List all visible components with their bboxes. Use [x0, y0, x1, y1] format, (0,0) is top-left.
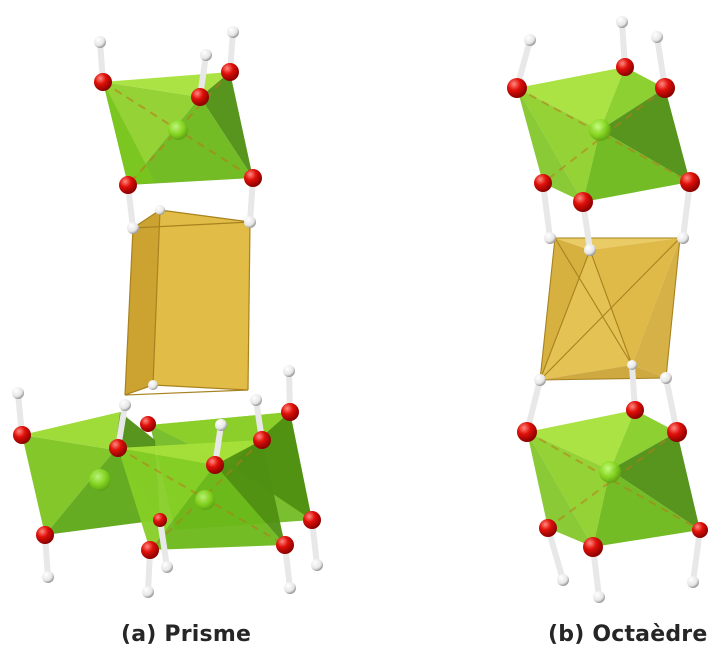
oxygen-atoms-a: [13, 63, 321, 559]
caption-octahedron: (b) Octaèdre: [548, 622, 708, 647]
hydrogen-atoms-a: [12, 26, 323, 598]
top-octahedron-b: [516, 67, 691, 202]
bottom-octahedron-front-a: [117, 439, 286, 551]
bottom-octahedron-b: [526, 410, 701, 547]
caption-prism: (a) Prisme: [121, 622, 252, 647]
oxygen-atoms-b: [507, 58, 708, 557]
trigonal-prism: [124, 209, 251, 396]
top-octahedron-a: [102, 71, 254, 186]
hydrogen-atoms-b: [524, 16, 699, 603]
octahedron-structure: [507, 16, 708, 603]
central-octahedron: [539, 237, 681, 381]
prism-structure: [12, 26, 323, 598]
